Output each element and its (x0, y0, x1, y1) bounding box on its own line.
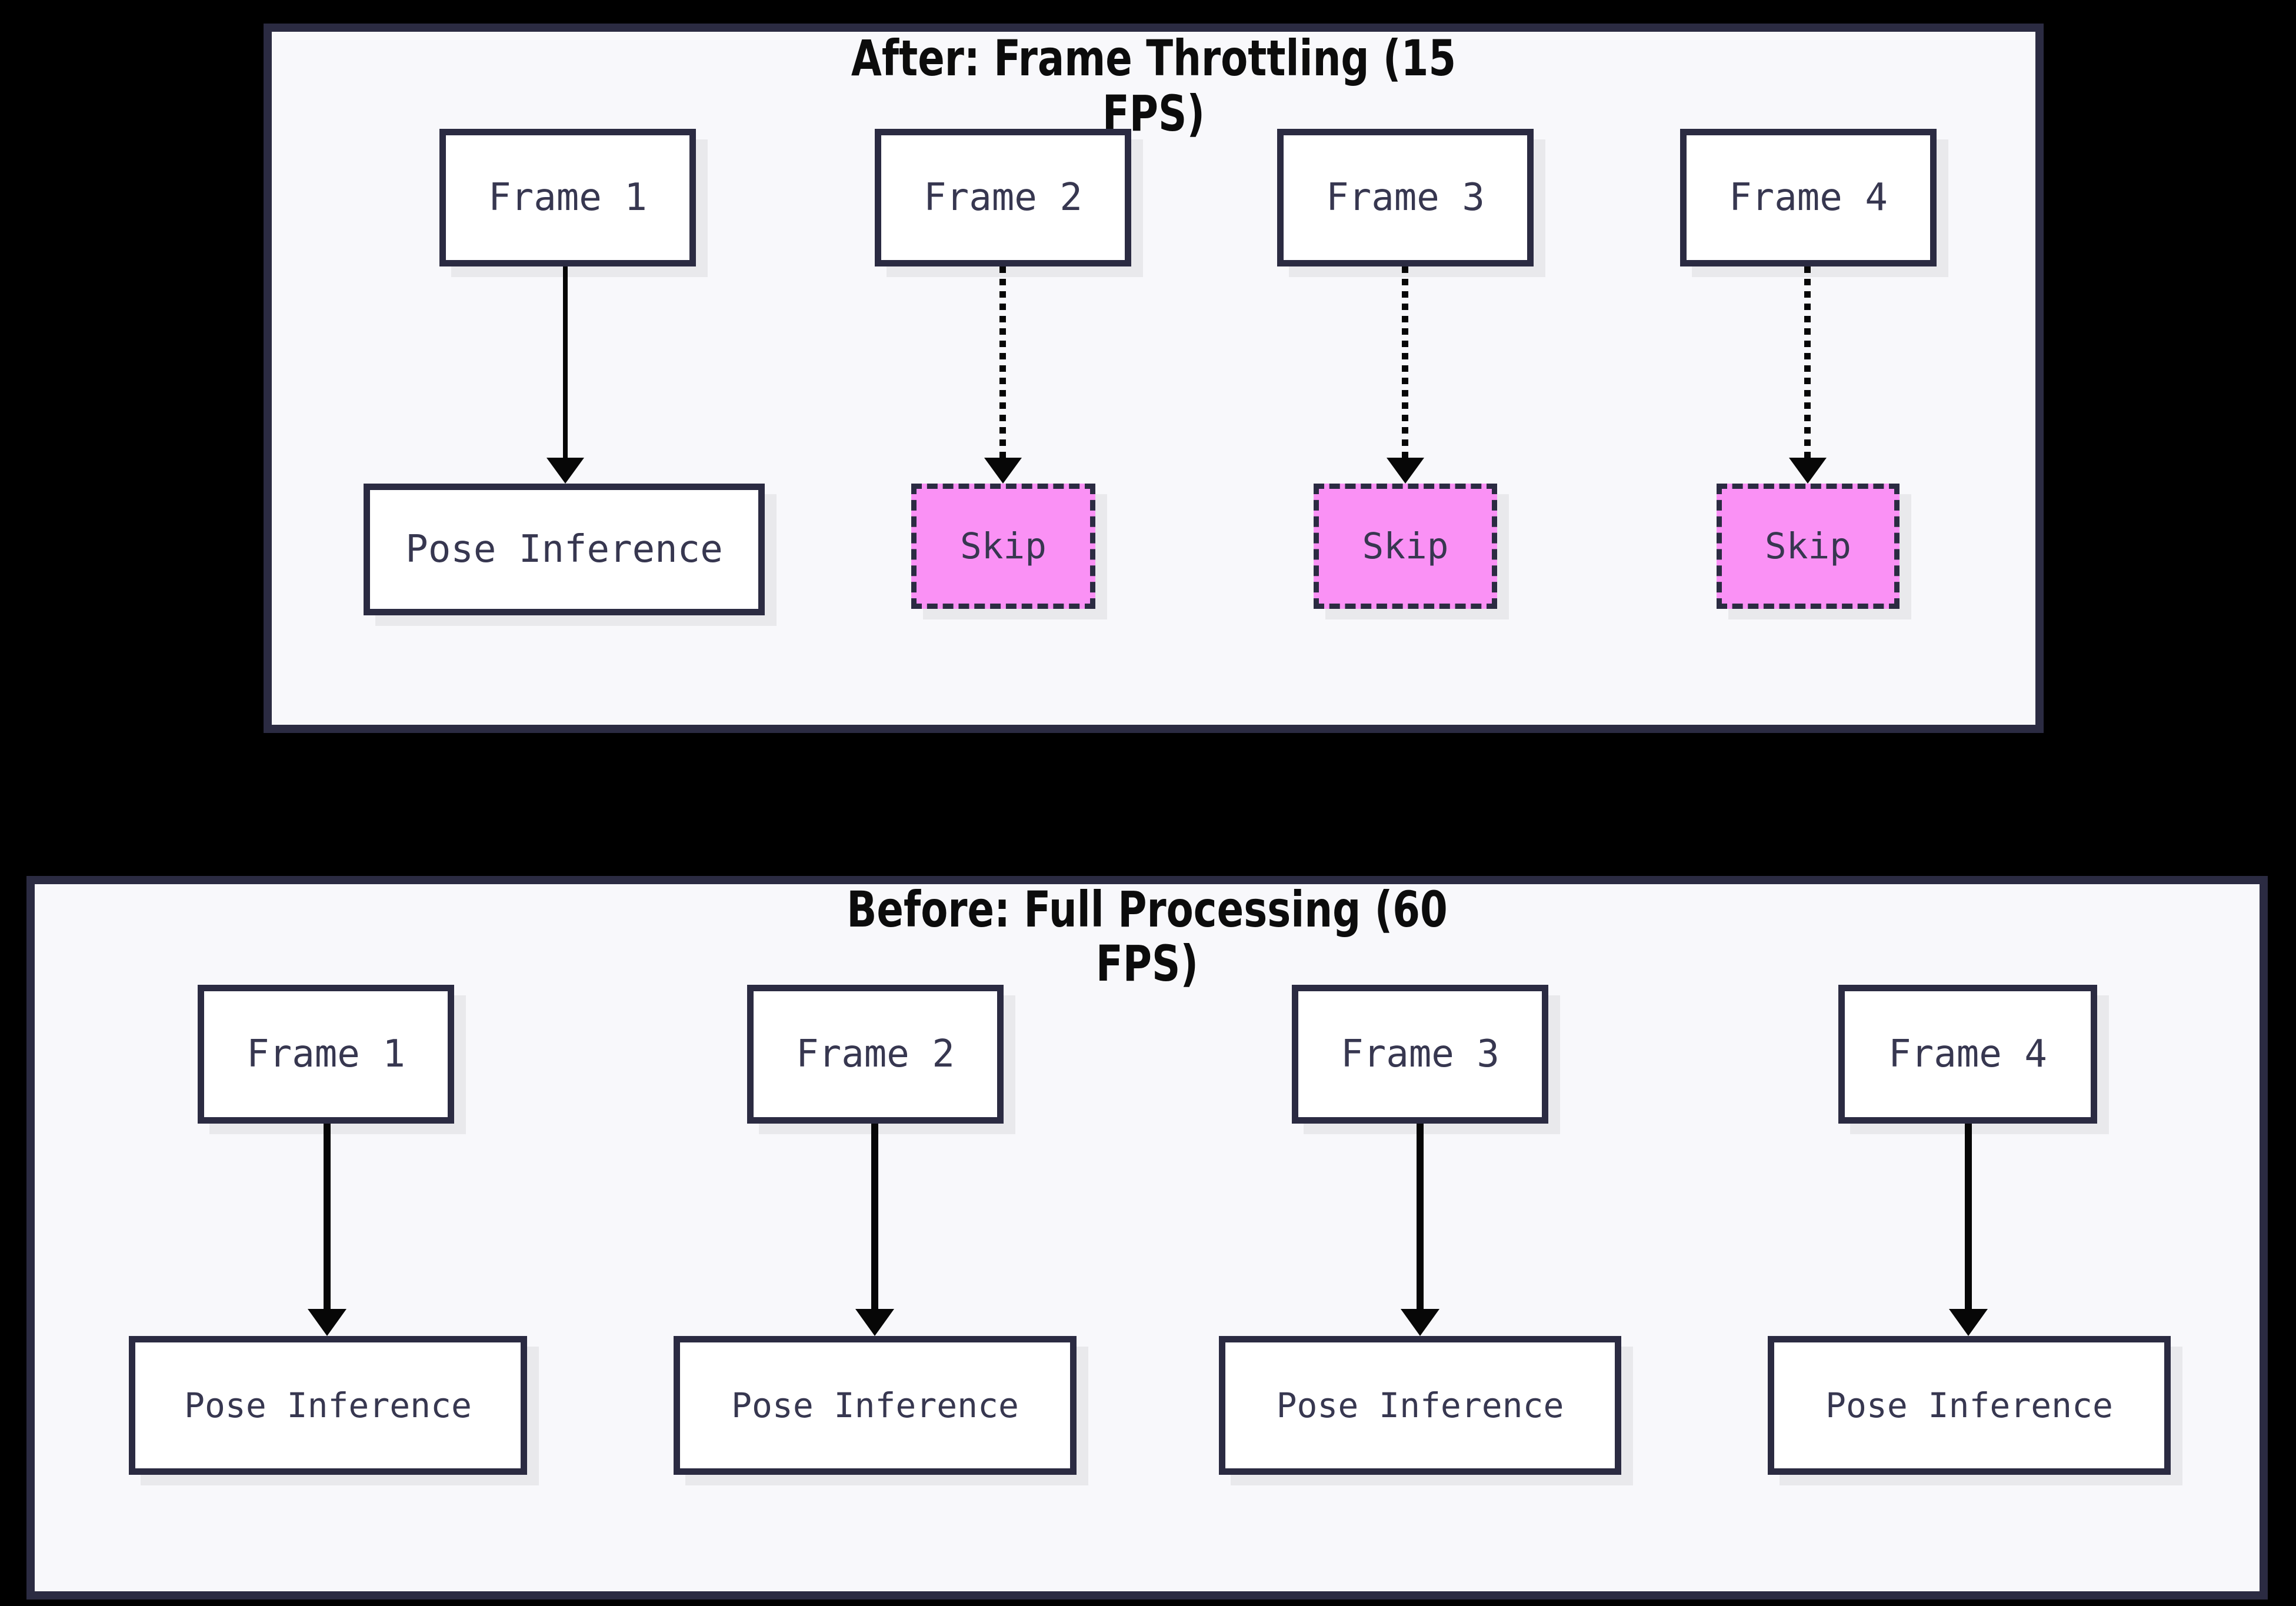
before-arrow-frame3-line (1417, 1124, 1424, 1309)
before-pose-inference-1-box: Pose Inference (129, 1336, 527, 1475)
before-frame-3-box: Frame 3 (1292, 985, 1548, 1124)
before-pose-inference-2-box: Pose Inference (674, 1336, 1077, 1475)
after-skip-2-box: Skip (911, 484, 1095, 609)
before-pose-inference-4-box: Pose Inference (1768, 1336, 2171, 1475)
before-arrow-frame4-line (1965, 1124, 1972, 1309)
before-panel-title: Before: Full Processing (60 FPS) (251, 882, 2044, 991)
after-skip-4-box: Skip (1717, 484, 1900, 609)
after-frame-3-box: Frame 3 (1277, 129, 1534, 266)
before-frame-1-box: Frame 1 (198, 985, 454, 1124)
after-arrow-frame4-head (1789, 458, 1827, 484)
after-frame-2-box: Frame 2 (875, 129, 1131, 266)
before-arrow-frame1-line (324, 1124, 331, 1309)
after-arrow-frame1-line (563, 266, 568, 458)
after-arrow-frame2-dotted-line (999, 266, 1006, 458)
after-arrow-frame3-dotted-line (1402, 266, 1408, 458)
after-pose-inference-box: Pose Inference (364, 484, 765, 615)
after-frame-1-box: Frame 1 (439, 129, 696, 266)
after-arrow-frame4-dotted-line (1804, 266, 1811, 458)
before-title-line1: Before: Full Processing (60 (847, 881, 1448, 938)
before-frame-2-box: Frame 2 (747, 985, 1004, 1124)
after-skip-3-box: Skip (1314, 484, 1497, 609)
before-arrow-frame4-head (1949, 1309, 1988, 1336)
before-arrow-frame1-head (308, 1309, 346, 1336)
before-arrow-frame3-head (1401, 1309, 1439, 1336)
before-arrow-frame2-head (855, 1309, 894, 1336)
after-panel-title: After: Frame Throttling (15 FPS) (442, 31, 1866, 141)
before-arrow-frame2-line (871, 1124, 878, 1309)
after-title-line1: After: Frame Throttling (15 (851, 29, 1457, 87)
after-frame-4-box: Frame 4 (1680, 129, 1937, 266)
before-title-line2: FPS) (1095, 935, 1199, 992)
before-frame-4-box: Frame 4 (1838, 985, 2097, 1124)
after-arrow-frame1-head (546, 458, 584, 484)
after-arrow-frame3-head (1387, 458, 1424, 484)
after-arrow-frame2-head (984, 458, 1022, 484)
before-pose-inference-3-box: Pose Inference (1219, 1336, 1621, 1475)
